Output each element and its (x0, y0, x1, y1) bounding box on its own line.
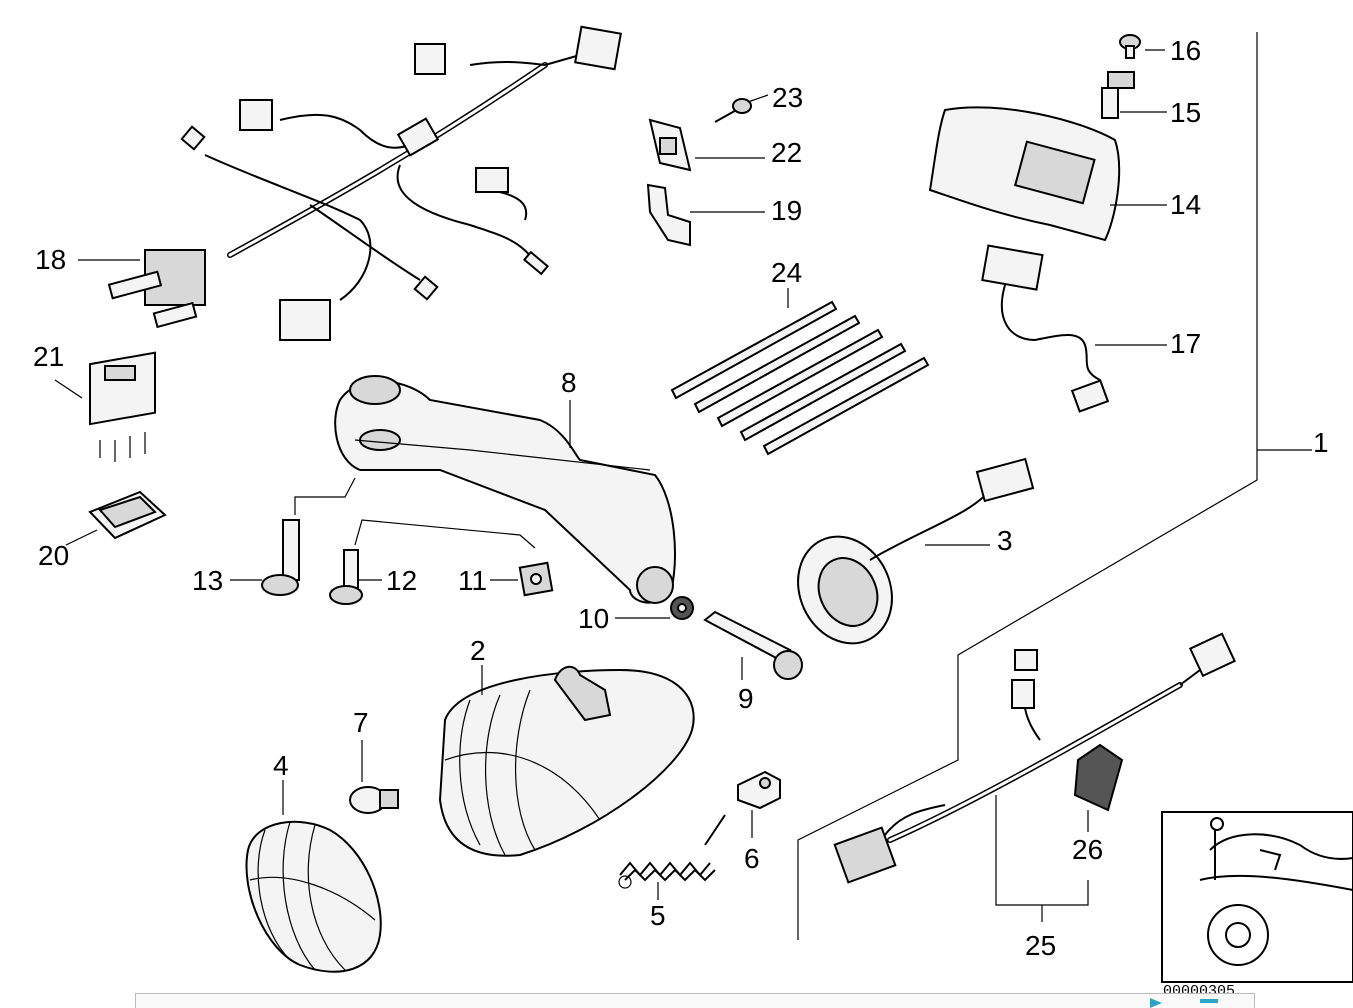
spring-part-5 (618, 814, 726, 889)
label-21: 21 (33, 341, 64, 372)
label-17: 17 (1170, 328, 1201, 359)
indicator-lamp-part-2 (438, 665, 695, 857)
relay-part (89, 351, 156, 462)
label-22: 22 (771, 137, 802, 168)
indicator-lamp-part-4 (245, 820, 382, 973)
pad-part-26 (1073, 743, 1124, 812)
label-25: 25 (1025, 930, 1056, 961)
bolt-part-13 (261, 519, 300, 596)
label-19: 19 (771, 195, 802, 226)
label-11: 11 (458, 565, 487, 596)
label-24: 24 (771, 257, 802, 288)
label-1: 1 (1313, 427, 1329, 458)
part-labels: 1 2 3 4 5 6 7 8 9 10 11 12 13 14 15 16 1… (33, 35, 1329, 961)
label-16: 16 (1170, 35, 1201, 66)
bottom-toolbar (135, 993, 1255, 1008)
label-8: 8 (561, 367, 577, 398)
label-9: 9 (738, 683, 754, 714)
relay-holder-part (88, 490, 167, 540)
group-bracket-1 (797, 32, 1312, 940)
nut-part-11 (518, 561, 554, 597)
housing-with-wire-part (797, 457, 1035, 645)
bolt-part-12 (329, 549, 363, 605)
cover-part-14 (928, 106, 1121, 242)
label-4: 4 (273, 750, 289, 781)
label-6: 6 (744, 843, 760, 874)
clip-part-22 (648, 118, 692, 172)
next-arrow-icon[interactable] (1150, 998, 1162, 1008)
label-3: 3 (997, 525, 1013, 556)
nav-bar-icon[interactable] (1200, 999, 1218, 1003)
screw-part-16 (1119, 34, 1141, 59)
label-5: 5 (650, 900, 666, 931)
switch-part-15 (1101, 71, 1135, 119)
bolt-part-9 (703, 610, 803, 680)
label-18: 18 (35, 244, 66, 275)
label-13: 13 (192, 565, 223, 596)
bracket-part-19 (646, 183, 691, 247)
adapter-harness-part-25 (833, 632, 1236, 884)
label-14: 14 (1170, 189, 1201, 220)
label-20: 20 (38, 540, 69, 571)
motorcycle-thumbnail: 00000305 (1161, 811, 1353, 1000)
screw-part-23 (714, 98, 752, 123)
bracket-part-6 (737, 770, 781, 810)
leader-lines (54, 49, 1167, 922)
label-2: 2 (470, 635, 486, 666)
washer-part-10 (670, 596, 694, 620)
bulb-part-7 (349, 786, 399, 814)
label-7: 7 (353, 707, 369, 738)
bracket-arm-part (334, 375, 676, 604)
label-10: 10 (578, 603, 609, 634)
label-12: 12 (386, 565, 417, 596)
label-26: 26 (1072, 834, 1103, 865)
cable-ties-part (670, 300, 930, 456)
label-15: 15 (1170, 97, 1201, 128)
sensor-with-cable-part-17 (981, 244, 1110, 413)
label-23: 23 (772, 82, 803, 113)
wiring-harness-part (107, 25, 622, 341)
